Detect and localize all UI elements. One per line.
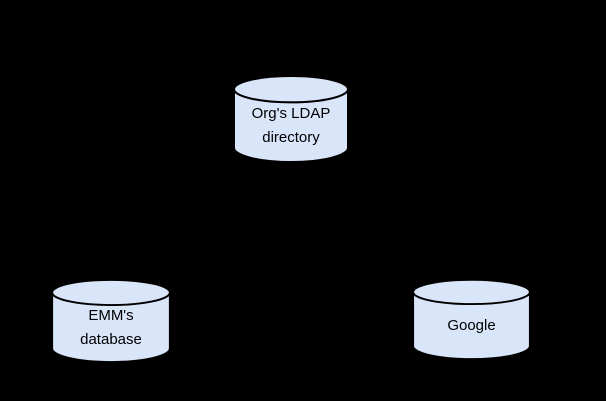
cylinder-top bbox=[233, 75, 349, 104]
database-cylinder-icon bbox=[51, 278, 171, 363]
cylinder-body bbox=[233, 88, 349, 163]
node-org-ldap-directory: Org's LDAP directory bbox=[232, 74, 350, 163]
cylinder-top bbox=[51, 278, 171, 307]
node-emm-database: EMM's database bbox=[50, 278, 172, 363]
cylinder-body bbox=[51, 291, 171, 363]
database-cylinder-icon bbox=[412, 278, 531, 360]
database-cylinder-icon bbox=[233, 75, 349, 163]
cylinder-top bbox=[412, 278, 531, 306]
cylinder-body bbox=[412, 291, 531, 360]
node-google: Google bbox=[411, 278, 532, 360]
